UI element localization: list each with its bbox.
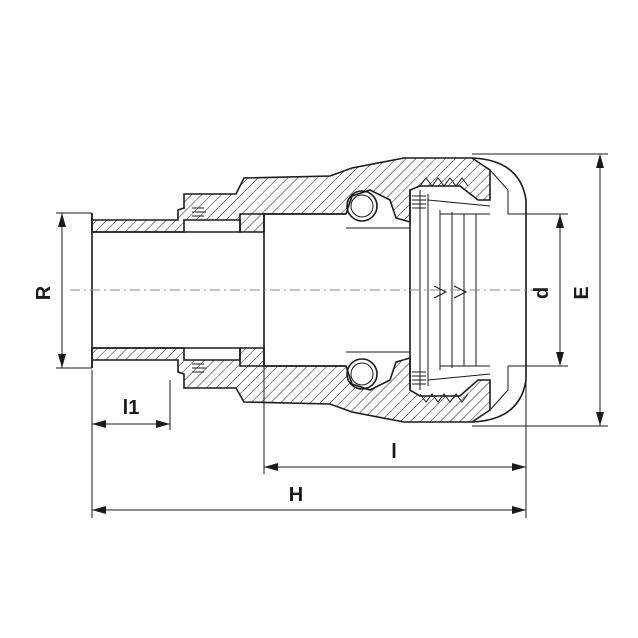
male-thread-marks <box>192 207 206 373</box>
o-ring-upper <box>346 190 378 222</box>
dimension-label-d: d <box>531 287 553 299</box>
body-lower-section <box>91 347 491 423</box>
dimension-H <box>91 430 527 518</box>
dimension-l <box>263 366 527 474</box>
dimension-label-H: H <box>289 484 303 506</box>
dimension-d <box>508 213 568 367</box>
main-bore <box>264 213 346 367</box>
dimension-label-R: R <box>33 285 55 300</box>
dimension-l1 <box>91 370 171 430</box>
dimension-label-E: E <box>571 286 593 299</box>
end-cap-inner <box>489 169 509 411</box>
dimension-label-l: l <box>391 441 397 463</box>
inner-bore-lines <box>346 227 410 353</box>
dimension-label-l1: l1 <box>123 397 140 419</box>
body-upper-section <box>91 157 491 233</box>
dimension-R <box>56 212 92 369</box>
o-ring-lower <box>346 358 378 390</box>
dimension-E <box>472 153 608 427</box>
